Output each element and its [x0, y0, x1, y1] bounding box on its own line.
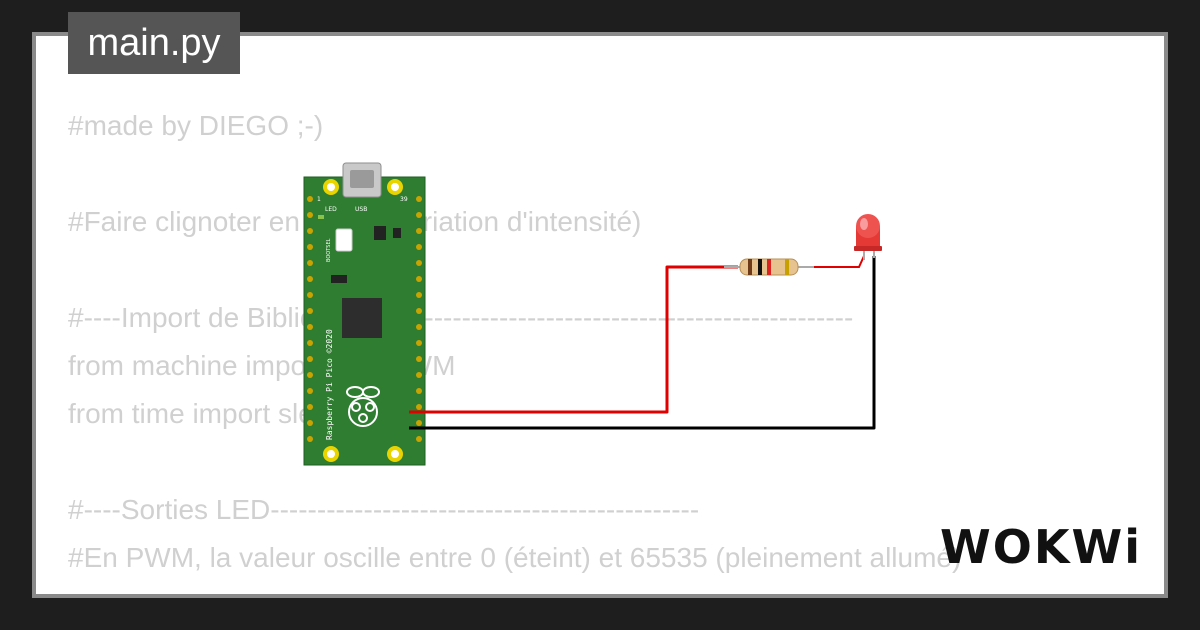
- code-line-1: #made by DIEGO ;-): [68, 110, 324, 141]
- rp2040-chip: [342, 298, 382, 338]
- ground-wire[interactable]: [409, 256, 876, 430]
- led-label: LED: [325, 206, 337, 213]
- resistor[interactable]: [724, 258, 814, 276]
- code-line-9: #----Sorties LED------------------------…: [68, 494, 700, 525]
- usb-label: USB: [355, 206, 367, 213]
- signal-wire[interactable]: [409, 265, 738, 414]
- bootsel-label: BOOTSEL: [326, 238, 332, 262]
- bootsel-button[interactable]: [335, 228, 353, 252]
- raspberry-logo-icon: [346, 386, 380, 427]
- file-tab[interactable]: main.py: [68, 12, 240, 74]
- code-line-10: #En PWM, la valeur oscille entre 0 (étei…: [68, 542, 962, 573]
- pico-board[interactable]: 1 39 LED USB BOOTSEL Raspberry Pi Pico ©…: [303, 162, 426, 466]
- pin-1-label: 1: [317, 196, 321, 203]
- wokwi-logo: WOKWi: [940, 520, 1142, 574]
- resistor-to-led-wire[interactable]: [810, 255, 865, 268]
- board-name: Raspberry Pi Pico ©2020: [325, 329, 334, 440]
- simulation-canvas: #made by DIEGO ;-) #Faire clignoter en P…: [36, 36, 1164, 594]
- code-line-11: sur la broche PWM (GP15): [68, 586, 443, 594]
- red-led[interactable]: [854, 214, 882, 260]
- pin-39-label: 39: [400, 196, 408, 203]
